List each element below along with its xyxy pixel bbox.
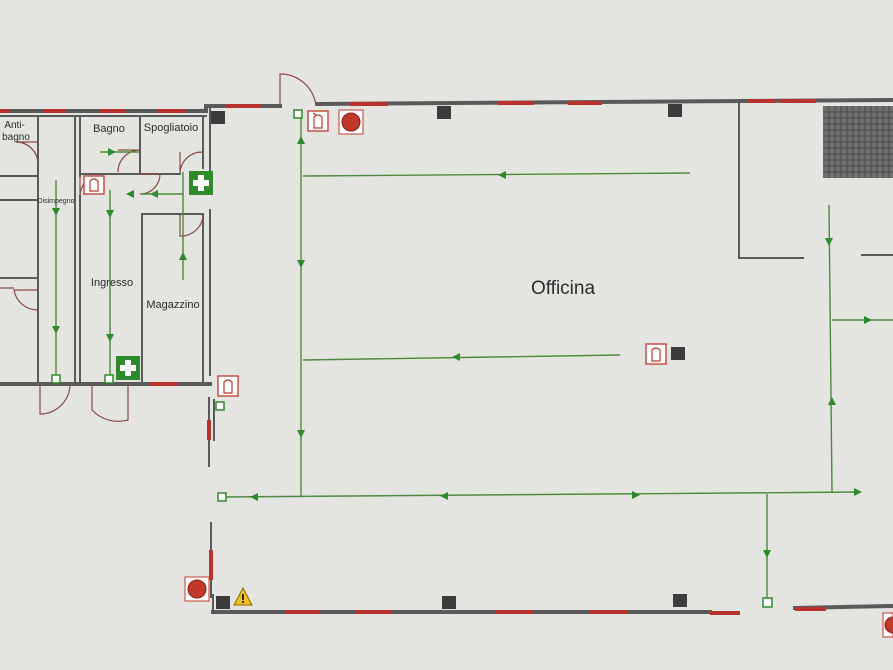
emergency-exit-icon (217, 492, 227, 502)
fire-extinguisher-icon (307, 110, 329, 132)
fire-hydrant-icon (338, 109, 364, 135)
emergency-exit-icon (762, 597, 773, 608)
equipment-grid (823, 106, 893, 178)
emergency-exit-icon (293, 109, 303, 119)
escape-routes (55, 118, 893, 598)
emergency-exit-icon (104, 374, 114, 384)
room-label-spogliatoio: Spogliatoio (144, 122, 198, 134)
room-label-magazzino: Magazzino (146, 299, 199, 311)
fire-extinguisher-icon (217, 375, 239, 397)
route-arrows (52, 136, 872, 558)
emergency-exit-markers (51, 109, 773, 608)
hydrants (184, 109, 893, 638)
room-label-disimpegno: Disimpegno (38, 198, 75, 205)
main-door (279, 73, 317, 107)
doors (0, 73, 317, 422)
emergency-light-icon (668, 104, 682, 117)
emergency-exit-icon (51, 374, 61, 384)
first-aid-icon (189, 171, 213, 195)
room-label-antibagno-l1: Anti- (4, 120, 25, 131)
room-label-antibagno: Anti- bagno (2, 120, 30, 143)
emergency-exit-icon (215, 401, 225, 411)
first-aid-icon (116, 356, 140, 380)
fire-hydrant-icon (184, 576, 210, 602)
room-label-ingresso: Ingresso (91, 277, 133, 289)
room-label-officina: Officina (531, 278, 596, 299)
emergency-light-icon (673, 594, 687, 607)
emergency-light-icon (671, 347, 685, 360)
emergency-light-icon (442, 596, 456, 609)
emergency-light-icon (437, 106, 451, 119)
fire-hydrant-icon (882, 612, 893, 638)
room-label-bagno: Bagno (93, 123, 125, 135)
emergency-lights (211, 104, 687, 609)
extinguishers (83, 110, 667, 397)
warning-triangle-icon (233, 586, 253, 606)
window-segments (0, 99, 826, 615)
fire-extinguisher-icon (645, 343, 667, 365)
emergency-light-icon (211, 111, 225, 124)
room-labels: Anti- bagno Bagno Spogliatoio Disimpegno… (2, 120, 595, 311)
first-aid-kits (116, 171, 213, 380)
fire-extinguisher-icon (83, 175, 105, 195)
emergency-light-icon (216, 596, 230, 609)
room-label-antibagno-l2: bagno (2, 132, 30, 143)
